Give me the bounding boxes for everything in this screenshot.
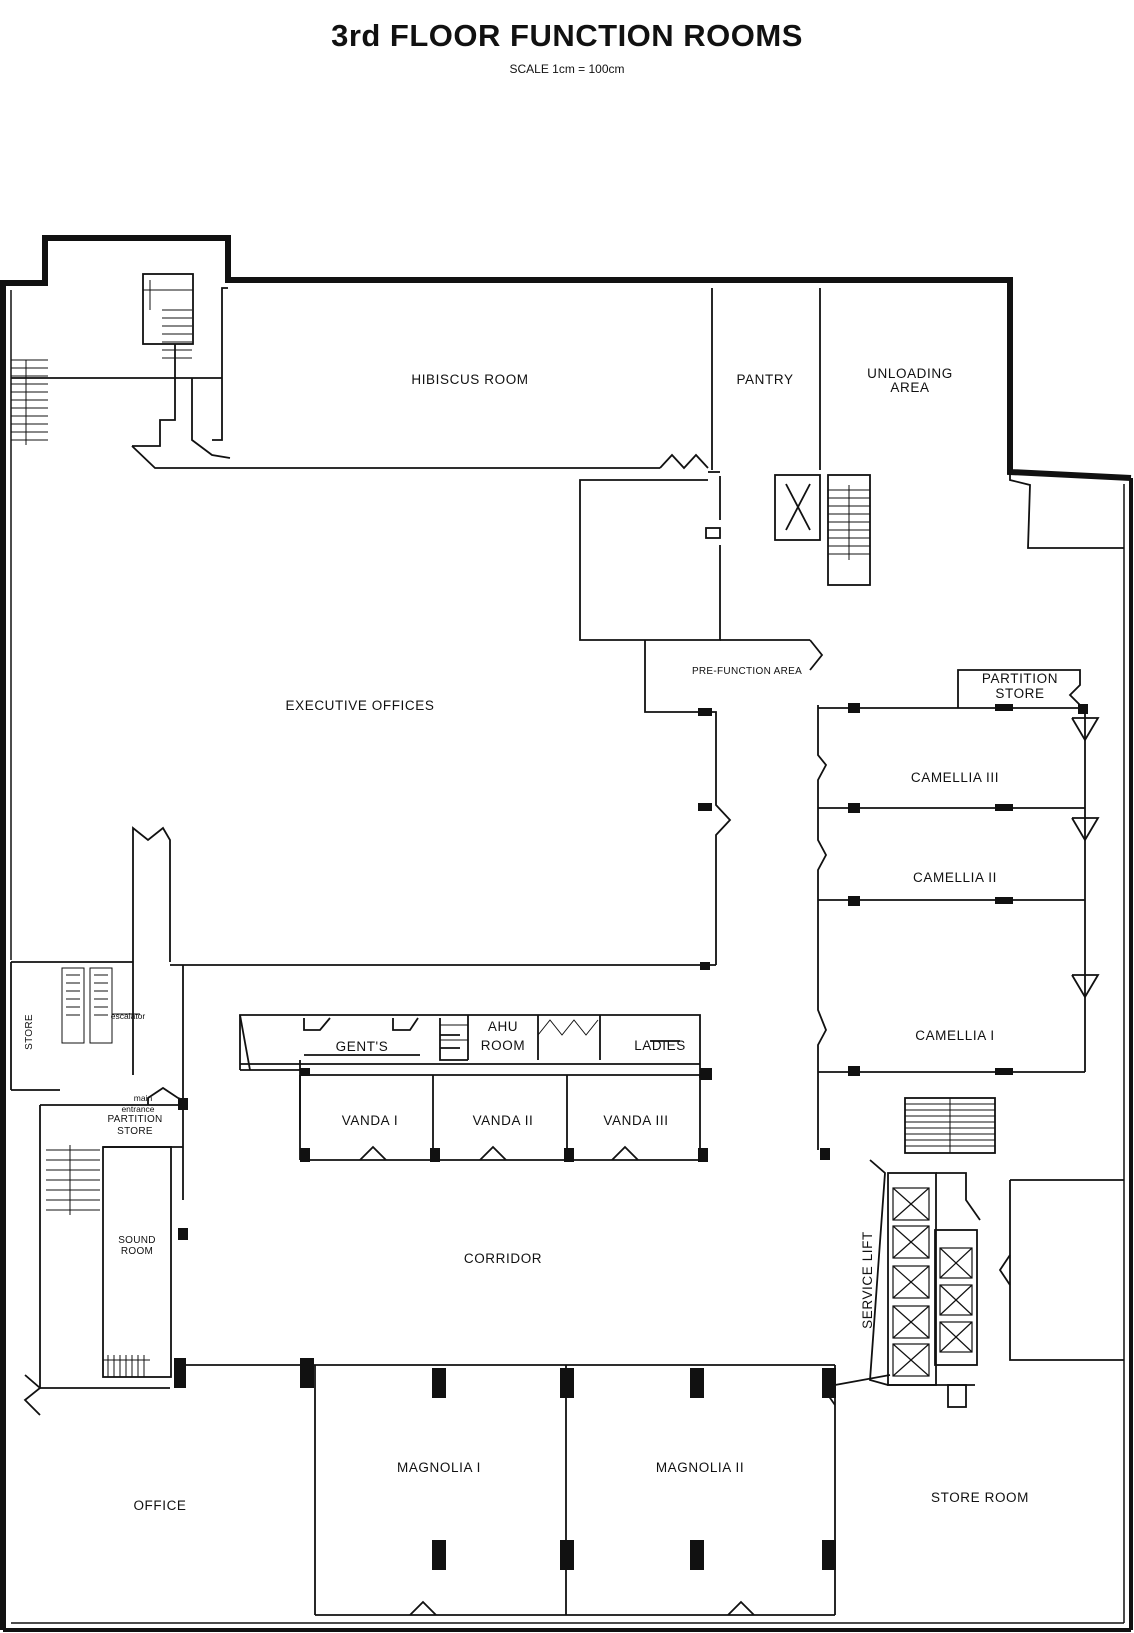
label-camellia-1: CAMELLIA I	[915, 1028, 995, 1043]
label-gents: GENT'S	[336, 1039, 389, 1054]
label-ahu-room-1: AHU	[488, 1019, 518, 1034]
label-vanda-3: VANDA III	[603, 1113, 668, 1128]
room-labels: HIBISCUS ROOM PANTRY UNLOADING AREA EXEC…	[24, 366, 1058, 1513]
label-ahu-room-2: ROOM	[481, 1038, 525, 1053]
label-magnolia-2: MAGNOLIA II	[656, 1460, 744, 1475]
label-main-entrance-2: entrance	[121, 1104, 154, 1114]
label-partition-store-left-1: PARTITION	[107, 1114, 162, 1125]
lift-cars	[892, 1187, 973, 1377]
label-pantry: PANTRY	[736, 372, 793, 387]
label-main-entrance-1: main	[134, 1093, 153, 1103]
interior-walls	[10, 273, 1124, 1616]
label-camellia-3: CAMELLIA III	[911, 770, 999, 785]
label-service-lift: SERVICE LIFT	[860, 1231, 875, 1329]
label-executive-offices: EXECUTIVE OFFICES	[286, 698, 435, 713]
escalators	[61, 967, 140, 1044]
label-partition-store-right-2: STORE	[995, 686, 1044, 701]
plan-title: 3rd FLOOR FUNCTION ROOMS	[331, 18, 803, 53]
label-magnolia-1: MAGNOLIA I	[397, 1460, 481, 1475]
stairs	[11, 280, 995, 1377]
outer-walls	[0, 235, 1133, 1632]
label-sound-room-2: ROOM	[121, 1246, 153, 1257]
label-sound-room-1: SOUND	[118, 1235, 156, 1246]
label-partition-store-left-2: STORE	[117, 1126, 153, 1137]
label-camellia-2: CAMELLIA II	[913, 870, 997, 885]
label-office: OFFICE	[133, 1498, 186, 1513]
label-vanda-1: VANDA I	[342, 1113, 398, 1128]
label-store-room: STORE ROOM	[931, 1490, 1029, 1505]
label-vanda-2: VANDA II	[473, 1113, 534, 1128]
label-ladies: LADIES	[634, 1038, 686, 1053]
north-exterior-wall	[0, 235, 1132, 1630]
label-store-left: STORE	[24, 1014, 35, 1050]
label-partition-store-right-1: PARTITION	[982, 671, 1058, 686]
columns	[174, 703, 1088, 1570]
label-escalator: escalator	[111, 1011, 146, 1021]
label-pre-function-area: PRE-FUNCTION AREA	[692, 666, 802, 677]
label-hibiscus-room: HIBISCUS ROOM	[411, 372, 528, 387]
label-unloading-area-2: AREA	[890, 380, 929, 395]
label-corridor: CORRIDOR	[464, 1251, 542, 1266]
plan-scale: SCALE 1cm = 100cm	[509, 62, 625, 76]
label-unloading-area-1: UNLOADING	[867, 366, 953, 381]
